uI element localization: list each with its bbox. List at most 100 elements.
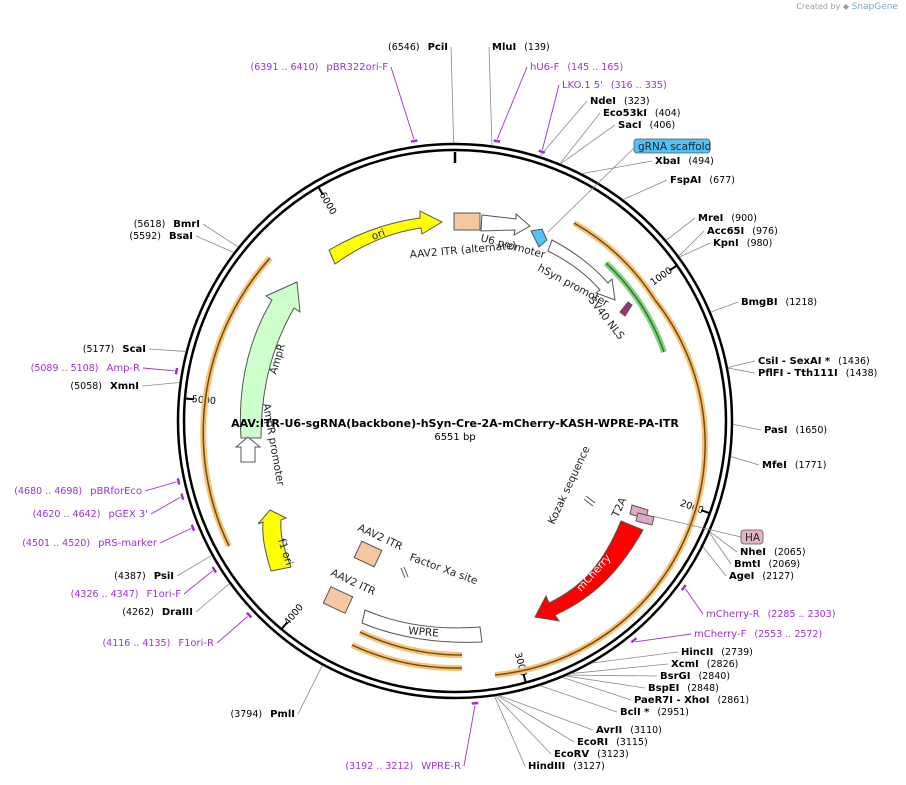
- AAV2-ITR-alternate-feature: [453, 212, 481, 231]
- primer-pos-6: (4116 .. 4135): [102, 638, 170, 649]
- site-leader-30: [176, 555, 212, 577]
- site-pos-4: (406): [650, 120, 676, 131]
- primer-name-7: F1ori-F: [147, 589, 182, 600]
- site-leader-1: [488, 46, 493, 146]
- primer-leader-8: [159, 528, 192, 544]
- site-pos-25: (3115): [616, 737, 648, 748]
- primer-pos-10: (4680 .. 4698): [14, 486, 82, 497]
- site-name-29: DraIII: [162, 607, 193, 618]
- bp-tick-0: [668, 264, 678, 272]
- primer-name-3: mCherry-R: [706, 609, 760, 620]
- site-leader-25: [497, 695, 575, 743]
- primer-8: pRS-marker(4501 .. 4520): [22, 538, 158, 549]
- ori-label: ori: [370, 227, 387, 243]
- site-pos-3: (404): [655, 108, 681, 119]
- site-name-13: PasI: [764, 425, 787, 436]
- site-leader-31: [141, 382, 180, 387]
- WPRE-label: WPRE: [408, 625, 440, 640]
- site-leader-14: [730, 456, 760, 466]
- orf-highlight-1-line: [573, 222, 656, 301]
- site-name-1: MluI: [492, 42, 516, 53]
- snapgene-credit: Created by ◆ SnapGene: [796, 2, 898, 12]
- site-pos-12: (1438): [846, 368, 878, 379]
- bp-tick-2: [522, 673, 527, 683]
- primer-pos-1: (145 .. 165): [567, 62, 623, 73]
- Kozak-label: Kozak sequence: [546, 444, 593, 526]
- site-34: BmrI(5618): [134, 219, 200, 230]
- site-pos-34: (5618): [134, 219, 166, 230]
- site-leader-19: [571, 663, 669, 674]
- primer-mark-6: [245, 611, 253, 619]
- site-10: BmgBI(1218): [741, 297, 817, 308]
- site-name-6: FspAI: [670, 175, 701, 186]
- site-leader-5: [581, 160, 653, 175]
- primer-mark-3: [680, 584, 687, 591]
- site-pos-21: (2848): [687, 683, 719, 694]
- primer-mark-11: [174, 367, 179, 375]
- bp-tick-4: [184, 397, 194, 401]
- primer-name-8: pRS-marker: [98, 538, 158, 549]
- primer-0: pBR322ori-F (6391 .. 6410): [251, 62, 389, 73]
- site-20: BsrGI(2840): [660, 671, 730, 682]
- site-16: BmtI(2069): [734, 559, 800, 570]
- primer-11: Amp-R(5089 .. 5108): [31, 363, 140, 374]
- site-1: MluI (139): [492, 42, 550, 53]
- primer-7: F1ori-F (4326 .. 4347): [71, 589, 182, 600]
- site-name-16: BmtI: [734, 559, 761, 570]
- site-labels: PciI(6546)MluI(139)NdeI(323)Eco53kI(404)…: [70, 42, 877, 772]
- plasmid-length: 6551 bp: [434, 432, 475, 443]
- credit-prefix: Created by: [796, 2, 841, 11]
- primer-mark-2: [538, 149, 546, 154]
- gRNA-scaffold-feature: [530, 228, 548, 248]
- site-leader-16: [709, 532, 732, 565]
- site-pos-5: (494): [688, 156, 714, 167]
- site-name-2: NdeI: [590, 96, 616, 107]
- primer-pos-0: (6391 .. 6410): [251, 62, 319, 73]
- site-leader-15: [709, 531, 738, 553]
- primer-leader-7: [183, 570, 213, 595]
- primer-9: pGEX 3'(4620 .. 4642): [33, 509, 148, 520]
- site-name-25: EcoRI: [577, 737, 608, 748]
- primer-name-9: pGEX 3': [108, 509, 148, 520]
- site-leaders: [141, 46, 762, 767]
- site-25: EcoRI (3115): [577, 737, 648, 748]
- mCherry-feature: [534, 520, 644, 622]
- T2A-feature-2: [635, 512, 655, 526]
- orf-highlight-4-line: [359, 631, 463, 656]
- primer-labels: pBR322ori-F(6391 .. 6410)hU6-F(145 .. 16…: [14, 62, 835, 772]
- site-leader-20: [567, 674, 658, 677]
- site-13: PasI (1650): [764, 425, 827, 436]
- site-name-14: MfeI: [762, 460, 787, 471]
- bp-tick-label-3: 4000: [282, 602, 306, 628]
- site-leader-27: [494, 696, 526, 767]
- site-leader-23: [540, 685, 618, 713]
- site-leader-9: [679, 242, 711, 258]
- site-pos-1: (139): [524, 42, 550, 53]
- site-pos-13: (1650): [795, 425, 827, 436]
- site-9: KpnI(980): [713, 238, 772, 249]
- site-pos-23: (2951): [657, 707, 689, 718]
- primer-pos-7: (4326 .. 4347): [71, 589, 139, 600]
- site-name-7: MreI: [698, 213, 723, 224]
- primer-6: F1ori-R(4116 .. 4135): [102, 638, 214, 649]
- site-name-30: PsiI: [154, 571, 174, 582]
- site-leader-26: [495, 695, 552, 755]
- primer-mark-4: [630, 637, 638, 644]
- primer-pos-11: (5089 .. 5108): [31, 363, 99, 374]
- Factor-Xa-mark-2: [403, 566, 409, 578]
- gRNA-scaffold-label: gRNA scaffold: [638, 141, 711, 153]
- primer-4: mCherry-F(2553 .. 2572): [694, 629, 822, 640]
- primer-leader-10: [144, 481, 177, 492]
- site-leader-29: [195, 583, 230, 613]
- site-name-17: AgeI: [729, 571, 754, 582]
- primer-leader-3: [685, 588, 704, 615]
- site-leader-3: [559, 112, 601, 164]
- site-pos-28: (3794): [231, 709, 263, 720]
- AAV2-ITR-box-2: [322, 586, 354, 614]
- primer-leader-6: [216, 616, 248, 644]
- site-14: MfeI(1771): [762, 460, 826, 471]
- primer-name-0: pBR322ori-F: [326, 62, 388, 73]
- AmpR-promoter-feature: [234, 436, 262, 463]
- site-leader-28: [297, 665, 323, 715]
- site-leader-17: [702, 546, 727, 577]
